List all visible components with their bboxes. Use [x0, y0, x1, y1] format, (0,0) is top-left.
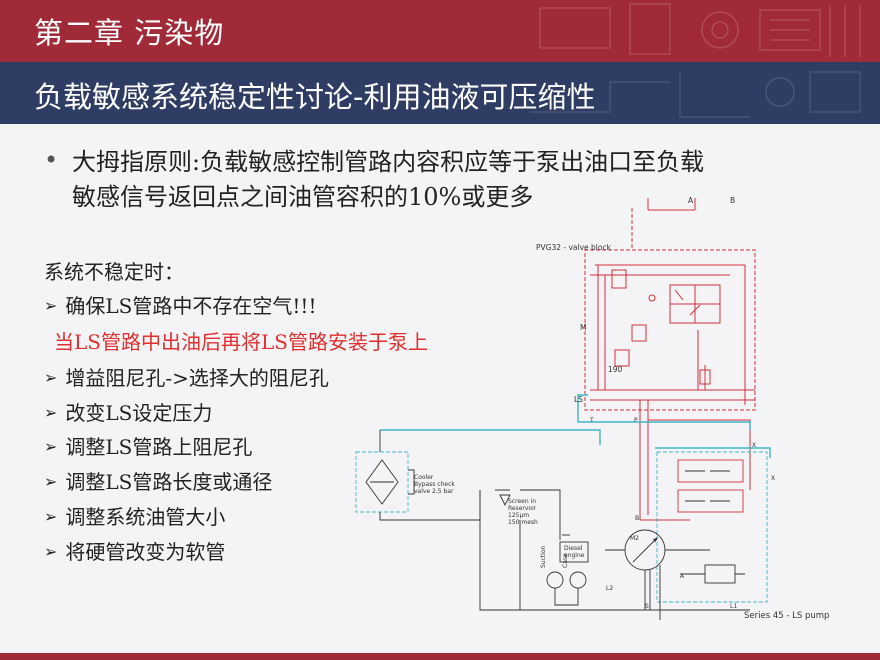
- port-m2-label: M2: [630, 535, 639, 542]
- list-item: ➢调整系统油管大小: [44, 505, 226, 529]
- port-ls-label: LS: [574, 395, 583, 404]
- red-note: 当LS管路中出油后再将LS管路安装于泵上: [54, 330, 428, 354]
- cyan-lines-group: [380, 394, 771, 458]
- arrowhead-icon: ➢: [44, 368, 58, 387]
- rule-of-thumb-line-2: 敏感信号返回点之间油管容积的10%或更多: [72, 183, 534, 211]
- screen-label: Screen in: [508, 498, 536, 505]
- port-x-label: X: [752, 442, 756, 449]
- arrowhead-icon: ➢: [44, 403, 58, 422]
- arrowhead-icon: ➢: [44, 507, 58, 526]
- valve-block-label: PVG32 - valve block: [536, 243, 612, 252]
- cooler-label: Cooler: [414, 474, 434, 481]
- list-item: ➢确保LS管路中不存在空气!!!: [44, 294, 317, 318]
- list-item: ➢改变LS设定压力: [44, 401, 213, 425]
- port-x-label: X: [771, 475, 775, 482]
- list-item: ➢调整LS管路上阻尼孔: [44, 435, 253, 459]
- arrowhead-icon: ➢: [44, 296, 58, 315]
- section-header-band: 负载敏感系统稳定性讨论-利用油液可压缩性: [0, 62, 880, 124]
- list-item: ➢调整LS管路长度或通径: [44, 470, 273, 494]
- list-heading: 系统不稳定时：: [44, 260, 184, 284]
- port-m-label: M: [580, 323, 586, 332]
- valve-block-group: [584, 198, 756, 521]
- chapter-title: 第二章 污染物: [34, 16, 225, 50]
- arrowhead-icon: ➢: [44, 472, 58, 491]
- port-s-label: S: [645, 603, 649, 610]
- arrowhead-icon: ➢: [44, 437, 58, 456]
- pressure-setting-label: 190: [608, 365, 623, 374]
- suction-label: Suction: [540, 545, 547, 568]
- rule-of-thumb-line-1: 大拇指原则:负载敏感控制管路内容积应等于泵出油口至负载: [72, 148, 705, 176]
- cooler-group: [355, 430, 481, 521]
- screen-label: 150 mesh: [508, 519, 538, 526]
- port-a-label: A: [680, 573, 685, 580]
- decorative-schematic-icon: [530, 71, 861, 118]
- port-b-label: B: [730, 196, 735, 205]
- section-title: 负载敏感系统稳定性讨论-利用油液可压缩性: [34, 80, 596, 114]
- pump-block-group: [479, 451, 768, 620]
- list-item: ➢增益阻尼孔->选择大的阻尼孔: [44, 366, 329, 390]
- port-a-label: A: [688, 196, 694, 205]
- case-label: Case: [562, 553, 569, 568]
- pump-series-label: Series 45 - LS pump: [744, 611, 829, 621]
- port-l1-label: L1: [730, 603, 737, 610]
- port-l2-label: L2: [606, 585, 613, 592]
- screen-label: 125µm: [508, 512, 529, 519]
- decorative-schematic-icon: [539, 3, 861, 57]
- cooler-label: Bypass check: [414, 481, 455, 488]
- bullet-dot-icon: •: [44, 146, 59, 174]
- arrowhead-icon: ➢: [44, 542, 58, 561]
- engine-label: engine: [564, 552, 585, 559]
- bottom-bar: [0, 653, 880, 660]
- port-b-label: B: [635, 515, 639, 522]
- engine-label: Diesel: [564, 545, 583, 552]
- port-p-label: P: [634, 417, 638, 424]
- port-t-label: T: [589, 417, 594, 424]
- list-item: ➢将硬管改变为软管: [44, 540, 226, 564]
- hydraulic-circuit-diagram: A B PVG32 - valve block M 190 LS T P X X…: [355, 196, 829, 621]
- screen-label: Reservoir: [508, 505, 537, 512]
- cooler-label: valve 2,5 bar: [414, 488, 454, 495]
- chapter-header-band: 第二章 污染物: [0, 0, 880, 62]
